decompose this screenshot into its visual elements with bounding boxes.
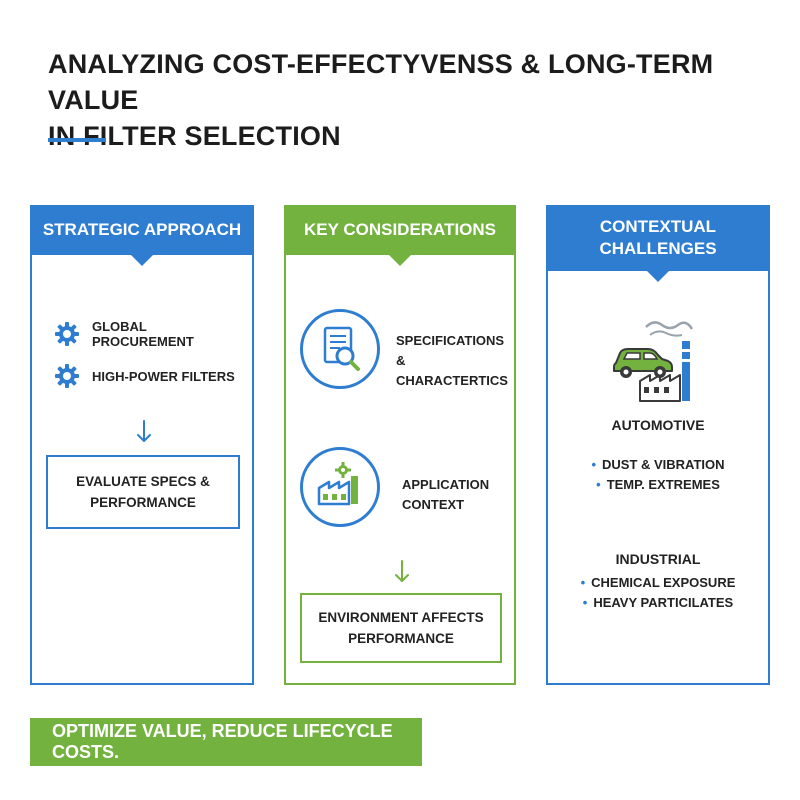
car-factory-icon (613, 321, 694, 402)
key-considerations-header: KEY CONSIDERATIONS (284, 205, 516, 266)
bullet-text: CHEMICAL EXPOSURE (591, 575, 736, 590)
application-context-label: APPLICATION CONTEXT (402, 475, 489, 515)
industrial-title: INDUSTRIAL (615, 551, 701, 567)
arrow-down-icon (395, 560, 409, 582)
environment-affects-box: ENVIRONMENT AFFECTS PERFORMANCE (300, 593, 502, 663)
specifications-icon-badge (300, 309, 380, 389)
contextual-challenges-header: CONTEXTUAL CHALLENGES (546, 205, 770, 282)
bullet-dot: • (580, 575, 586, 590)
environment-line1: ENVIRONMENT AFFECTS (318, 610, 484, 625)
challenges-heading-line2: CHALLENGES (599, 239, 717, 258)
strategic-approach-panel: STRATEGIC APPROACH GLOBAL PROCUREMENT (30, 205, 254, 685)
evaluate-specs-box: EVALUATE SPECS & PERFORMANCE (46, 455, 240, 529)
specifications-line1: SPECIFICATIONS & (396, 333, 505, 368)
header-notch (646, 270, 670, 282)
page-title-line1: ANALYZING COST-EFFECTYVENSS & LONG-TERM … (48, 49, 714, 115)
header-notch (130, 254, 154, 266)
strategic-approach-heading: STRATEGIC APPROACH (42, 220, 242, 239)
strategic-approach-header: STRATEGIC APPROACH (30, 205, 254, 266)
key-considerations-panel: KEY CONSIDERATIONS SPECIFICATIONS & CHAR… (284, 205, 516, 685)
summary-banner-text: OPTIMIZE VALUE, REDUCE LIFECYCLE COSTS. (52, 721, 393, 762)
title-underline (48, 138, 106, 142)
gear-icon (55, 364, 79, 388)
bullet-text: TEMP. EXTREMES (606, 477, 720, 492)
evaluate-specs-line2: PERFORMANCE (90, 495, 196, 510)
bullet-dot: • (582, 595, 588, 610)
contextual-challenges-panel: CONTEXTUAL CHALLENGES AUTOMOTIVE •DUST &… (546, 205, 770, 685)
strategy-item-global-procurement: GLOBAL PROCUREMENT (54, 319, 252, 349)
industrial-bullet: • HEAVY PARTICILATES (548, 595, 768, 610)
automotive-title: AUTOMOTIVE (611, 417, 705, 433)
strategy-item-high-power-filters: HIGH-POWER FILTERS (54, 363, 235, 389)
page-title: ANALYZING COST-EFFECTYVENSS & LONG-TERM … (48, 46, 788, 154)
challenges-heading-line1: CONTEXTUAL (599, 217, 717, 236)
arrow-down-icon (137, 420, 151, 442)
application-icon-badge (300, 447, 380, 527)
gear-icon (54, 322, 79, 346)
bullet-text: DUST & VIBRATION (602, 457, 725, 472)
specifications-line2: CHARACTERTICS (396, 373, 508, 388)
automotive-bullet: • TEMP. EXTREMES (548, 477, 768, 492)
strategy-item-label: HIGH-POWER FILTERS (92, 368, 235, 384)
application-line2: CONTEXT (402, 497, 465, 512)
strategy-item-label: GLOBAL PROCUREMENT (91, 319, 194, 349)
page-title-line2: IN FILTER SELECTION (48, 121, 341, 151)
summary-banner: OPTIMIZE VALUE, REDUCE LIFECYCLE COSTS. (30, 718, 422, 766)
industrial-bullet: • CHEMICAL EXPOSURE (548, 575, 768, 590)
evaluate-specs-line1: EVALUATE SPECS & (76, 474, 210, 489)
key-considerations-heading: KEY CONSIDERATIONS (303, 220, 497, 239)
bullet-dot: • (591, 457, 596, 472)
factory-gear-icon (317, 462, 358, 506)
header-notch (388, 254, 412, 266)
automotive-bullet: • DUST & VIBRATION (548, 457, 768, 472)
application-line1: APPLICATION (402, 477, 490, 492)
bullet-text: HEAVY PARTICILATES (593, 595, 734, 610)
specifications-label: SPECIFICATIONS & CHARACTERTICS (396, 331, 514, 391)
document-magnifier-icon (323, 326, 360, 371)
environment-line2: PERFORMANCE (348, 631, 454, 646)
bullet-dot: • (596, 477, 601, 492)
